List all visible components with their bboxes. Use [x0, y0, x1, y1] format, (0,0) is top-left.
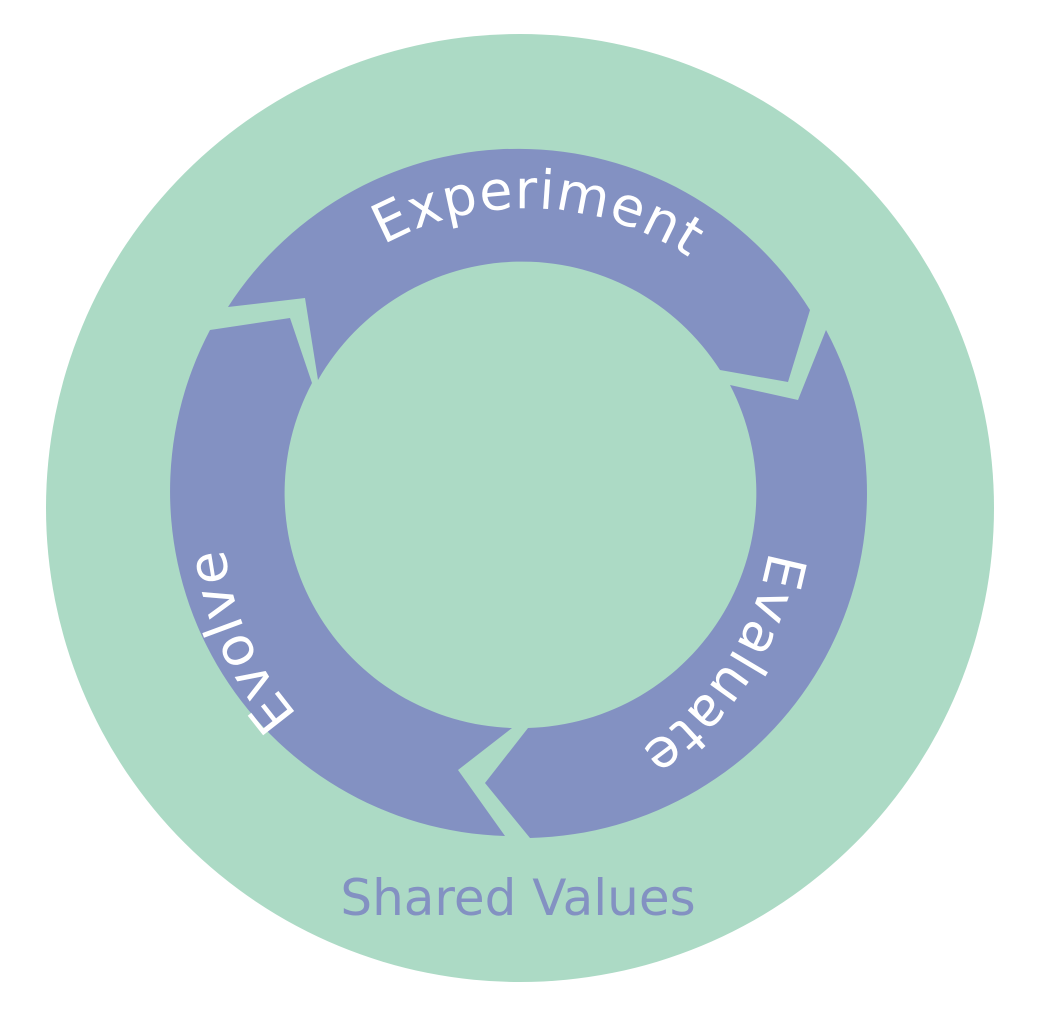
evolve-segment — [170, 318, 513, 836]
shared-values-label: Shared Values — [340, 869, 695, 927]
experiment-segment — [228, 148, 810, 382]
evaluate-segment — [485, 330, 867, 838]
